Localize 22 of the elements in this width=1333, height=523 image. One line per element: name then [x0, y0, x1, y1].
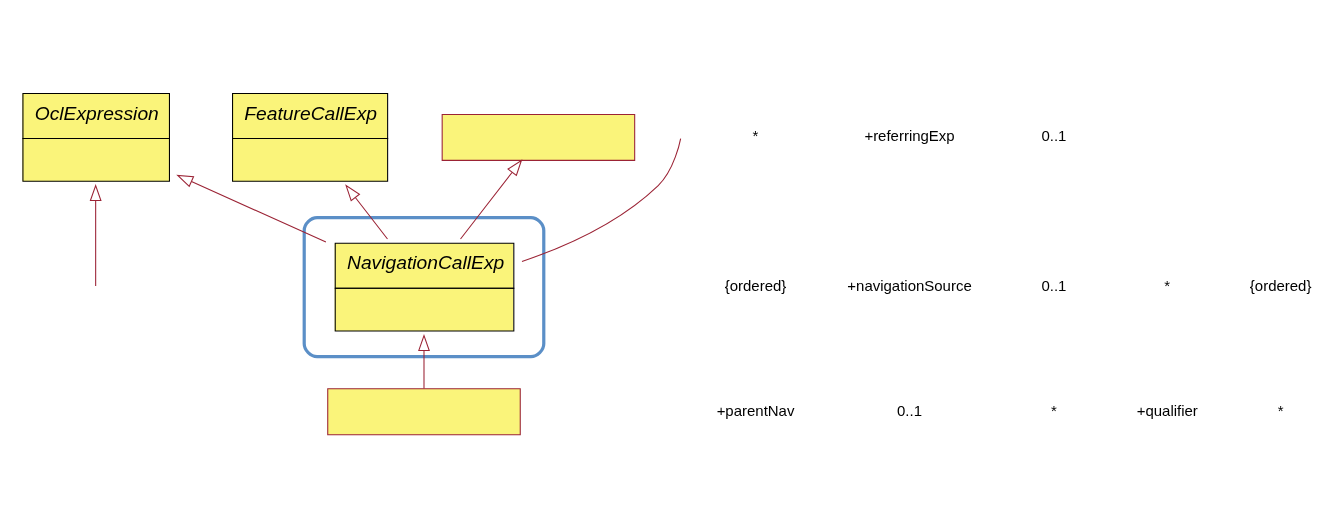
label: +parentNav [716, 401, 795, 419]
label: +qualifier [1136, 401, 1198, 419]
node-box [327, 387, 521, 435]
label: 0..1 [1041, 276, 1067, 294]
label: +navigationSource [847, 276, 972, 294]
cluster [302, 215, 546, 358]
label: 0..1 [897, 401, 923, 419]
arrow [460, 158, 523, 239]
label: {ordered} [1249, 276, 1312, 294]
label: * [1164, 276, 1171, 294]
label: {ordered} [724, 276, 787, 294]
arrow [176, 174, 327, 242]
label: * [1277, 401, 1284, 419]
node-box [441, 113, 636, 161]
label: 0..1 [1041, 126, 1067, 144]
label: * [752, 126, 759, 144]
label: * [1051, 401, 1057, 419]
arrow [89, 183, 102, 286]
label: +referringExp [864, 126, 955, 144]
arrow [345, 183, 388, 239]
arrow [418, 333, 430, 389]
connector [521, 137, 682, 262]
